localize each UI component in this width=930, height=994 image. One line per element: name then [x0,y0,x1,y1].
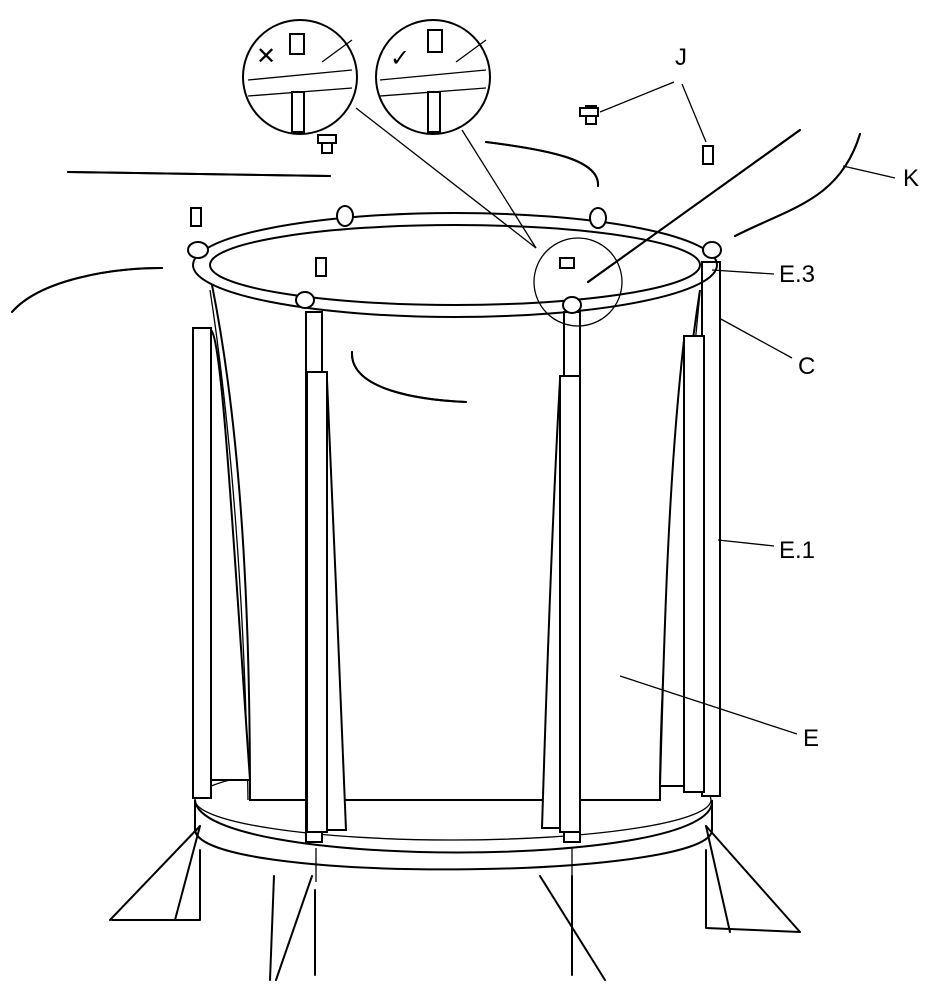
label-j: J [675,44,687,71]
label-c: C [798,353,815,380]
inset-wrong: ✕ [242,19,358,135]
curved-rods [11,129,861,403]
net-enclosure [209,284,701,801]
inset-right-mark: ✓ [390,45,410,72]
label-k: K [903,165,919,192]
top-ring [187,205,722,318]
pole-sleeves [192,261,721,843]
label-e1: E.1 [779,537,815,564]
legs [109,825,801,981]
part-labels: J K E.3 C E.1 E [675,44,919,752]
label-e: E [803,725,819,752]
label-e3: E.3 [779,261,815,288]
pole-caps-j [190,105,714,277]
inset-leaders [355,107,623,327]
leader-lines [599,81,896,735]
inset-wrong-mark: ✕ [256,43,276,70]
inset-right: ✓ [375,19,491,135]
